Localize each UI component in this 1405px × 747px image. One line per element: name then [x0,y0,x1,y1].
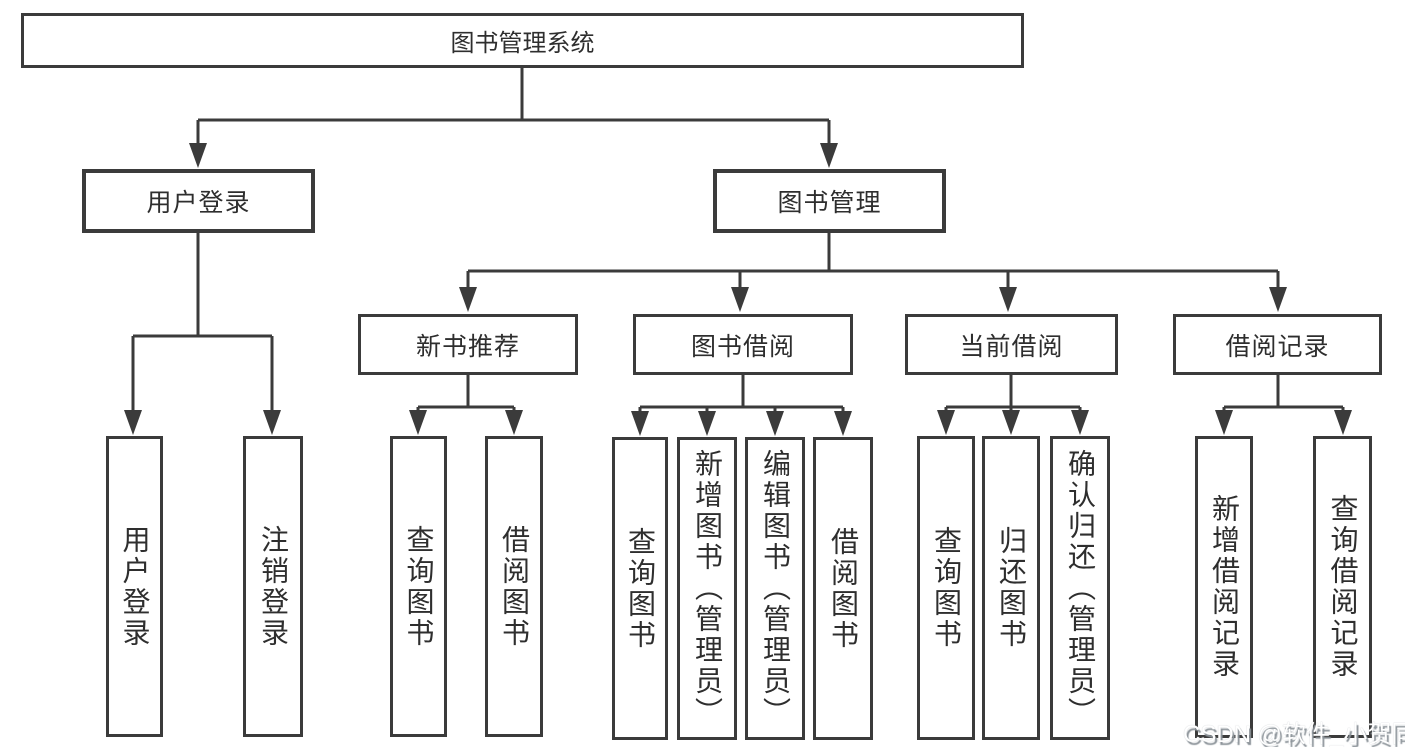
node-leaf-confirm-return-admin: 确认归还（管理员） [1050,436,1110,740]
node-leaf-borrow-books: 借阅图书 [485,436,543,737]
node-user-login: 用户登录 [82,169,315,233]
node-label: 用户登录 [119,524,151,649]
arrow-icon [937,410,955,435]
node-label: 新增图书（管理员） [692,449,723,728]
arrow-icon [459,287,477,312]
node-label: 借阅记录 [1225,332,1330,361]
node-leaf-edit-books-admin: 编辑图书（管理员） [745,437,805,740]
node-book-management: 图书管理 [713,169,946,233]
node-label: 借阅图书 [499,524,530,649]
arrow-icon [263,410,281,435]
node-leaf-query-borrow-record: 查询借阅记录 [1313,436,1372,738]
node-leaf-return-books: 归还图书 [982,436,1040,740]
arrow-icon [834,411,852,436]
node-leaf-borrow-books-2: 借阅图书 [813,437,873,740]
node-leaf-query-books-2: 查询图书 [612,437,668,740]
node-label: 查询图书 [625,526,656,651]
arrow-icon [1071,410,1089,435]
node-library-management-system: 图书管理系统 [21,13,1024,68]
node-leaf-add-books-admin: 新增图书（管理员） [677,437,737,740]
node-borrow-record: 借阅记录 [1173,314,1382,375]
node-label: 用户登录 [146,189,251,217]
arrow-icon [124,410,142,435]
node-leaf-logout: 注销登录 [243,436,303,737]
arrow-icon [409,410,427,435]
arrow-icon [1269,287,1287,312]
arrow-icon [820,143,838,168]
node-label: 查询图书 [931,526,962,650]
node-label: 注销登录 [258,524,289,649]
node-leaf-query-books-3: 查询图书 [917,436,975,740]
node-label: 归还图书 [996,526,1027,650]
node-label: 图书管理 [777,189,882,217]
arrow-icon [731,287,749,312]
arrow-icon [631,411,649,436]
node-label: 借阅图书 [828,526,859,651]
node-label: 新增借阅记录 [1209,494,1240,680]
node-leaf-user-login: 用户登录 [106,436,163,737]
arrow-icon [999,287,1017,312]
arrow-icon [1334,410,1352,435]
node-label: 查询借阅记录 [1327,494,1359,680]
arrow-icon [1215,410,1233,435]
arrow-icon [698,411,716,436]
node-label: 编辑图书（管理员） [760,449,791,728]
node-leaf-add-borrow-record: 新增借阅记录 [1195,436,1253,738]
node-label: 新书推荐 [415,332,520,361]
node-label: 图书借阅 [690,332,795,361]
arrow-icon [1002,410,1020,435]
node-leaf-query-books: 查询图书 [390,436,447,737]
node-book-borrow: 图书借阅 [633,314,853,375]
arrow-icon [189,143,207,168]
node-label: 查询图书 [403,524,435,649]
node-label: 图书管理系统 [450,30,595,57]
node-label: 当前借阅 [959,332,1064,361]
node-label: 确认归还（管理员） [1065,448,1096,728]
node-new-book-recommend: 新书推荐 [358,314,578,375]
arrow-icon [505,410,523,435]
arrow-icon [766,411,784,436]
csdn-watermark: CSDN @软件_小贺同学 [1183,721,1405,747]
node-current-borrow: 当前借阅 [905,314,1118,375]
